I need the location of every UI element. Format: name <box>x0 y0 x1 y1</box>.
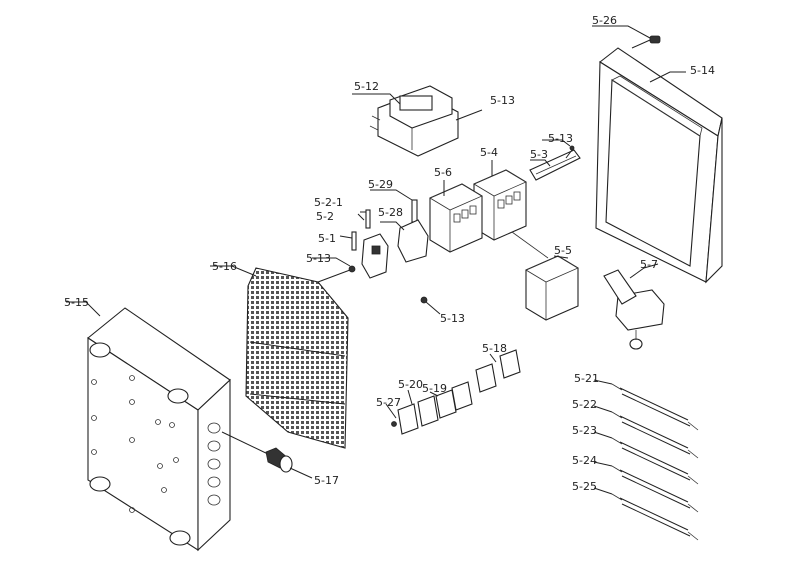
label-5-2-1: 5-2-1 <box>314 196 343 209</box>
fuse-5-29 <box>411 199 418 223</box>
mounting-plate <box>245 267 349 449</box>
label-5-13-d: 5-13 <box>306 252 331 265</box>
label-5-18: 5-18 <box>482 342 507 355</box>
limit-switch <box>603 269 665 350</box>
label-5-13-c: 5-13 <box>440 312 465 325</box>
label-5-12: 5-12 <box>354 80 379 93</box>
part-labels: 5-26 5-14 5-12 5-13 5-13 5-3 5-4 5-29 5-… <box>64 14 715 493</box>
label-5-20: 5-20 <box>398 378 423 391</box>
fuse-holder-5-1 <box>351 231 389 279</box>
terminal-modules <box>391 349 521 435</box>
label-5-19: 5-19 <box>422 382 447 395</box>
din-rail <box>529 149 581 181</box>
label-5-5: 5-5 <box>554 244 572 257</box>
enclosure-box <box>87 307 231 552</box>
label-5-6: 5-6 <box>434 166 452 179</box>
label-5-16: 5-16 <box>212 260 237 273</box>
cable-5-21 <box>611 383 699 431</box>
label-5-27: 5-27 <box>376 396 401 409</box>
leader-lines <box>66 25 686 495</box>
lid-frame <box>595 47 723 284</box>
label-5-1: 5-1 <box>318 232 336 245</box>
cable-5-22 <box>611 411 699 459</box>
cable-5-23 <box>611 437 699 485</box>
screw-5-13-d <box>317 265 356 283</box>
bracket-5-28 <box>397 219 429 263</box>
screw-5-13-a <box>455 109 483 121</box>
label-5-14: 5-14 <box>690 64 715 77</box>
screw-5-13-c <box>420 296 441 315</box>
screw-5-26 <box>631 35 661 49</box>
label-5-17: 5-17 <box>314 474 339 487</box>
screw-5-13-b <box>565 145 575 159</box>
label-5-13-b: 5-13 <box>548 132 573 145</box>
cable-5-25 <box>611 493 699 541</box>
label-5-21: 5-21 <box>574 372 599 385</box>
label-5-7: 5-7 <box>640 258 658 271</box>
cable-5-24 <box>611 465 699 513</box>
label-5-25: 5-25 <box>572 480 597 493</box>
label-5-28: 5-28 <box>378 206 403 219</box>
cable-gland <box>221 431 313 479</box>
fuse-5-2-1 <box>365 209 371 229</box>
label-5-13-a: 5-13 <box>490 94 515 107</box>
label-5-24: 5-24 <box>572 454 597 467</box>
label-5-3: 5-3 <box>530 148 548 161</box>
label-5-22: 5-22 <box>572 398 597 411</box>
contactor-5-6 <box>429 183 483 253</box>
label-5-26: 5-26 <box>592 14 617 27</box>
label-5-23: 5-23 <box>572 424 597 437</box>
label-5-2: 5-2 <box>316 210 334 223</box>
relay-5-5 <box>511 231 579 321</box>
label-5-15: 5-15 <box>64 296 89 309</box>
label-5-29: 5-29 <box>368 178 393 191</box>
transformer <box>369 85 459 157</box>
label-5-4: 5-4 <box>480 146 498 159</box>
